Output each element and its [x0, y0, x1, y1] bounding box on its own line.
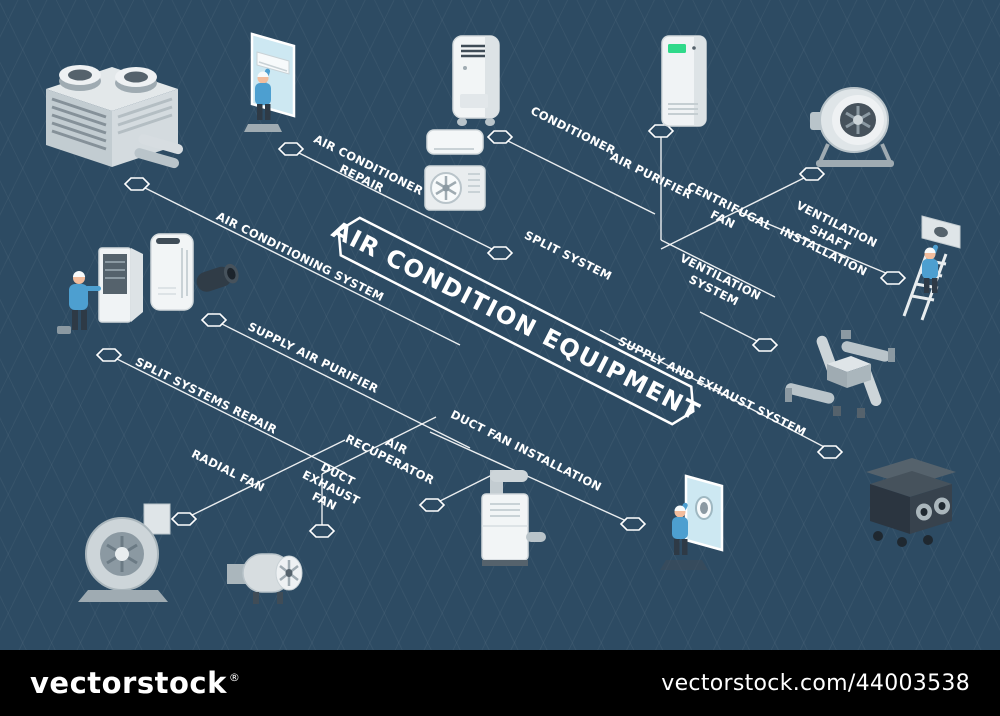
node-hexagon — [486, 130, 514, 144]
ac-repair-technician-icon — [222, 28, 302, 152]
node-hexagon — [200, 313, 228, 327]
centrifugal-fan-unit-icon — [806, 78, 900, 176]
node-hexagon — [816, 445, 844, 459]
duct-fan-installer-icon — [650, 472, 728, 588]
node-hexagon — [798, 167, 826, 181]
node-hexagon — [647, 124, 675, 138]
node-hexagon — [486, 246, 514, 260]
duct-exhaust-fan-unit-icon — [225, 538, 317, 612]
radial-fan-unit-icon — [70, 498, 182, 610]
registered-mark: ® — [228, 671, 241, 684]
vectorstock-logo: vectorstock ® — [30, 666, 240, 700]
node-hexagon — [277, 142, 305, 156]
duct-fan-dark-icon — [192, 252, 244, 308]
node-hexagon — [308, 524, 336, 538]
node-hexagon — [95, 348, 123, 362]
ventilation-shaft-installer-icon — [888, 212, 966, 328]
air-purifier-unit-icon — [652, 30, 716, 138]
split-repair-technician-icon — [55, 242, 147, 358]
split-system-units-icon — [424, 126, 496, 230]
banner-outline — [337, 216, 695, 426]
industrial-chiller-unit-icon — [28, 55, 190, 181]
node-hexagon — [170, 512, 198, 526]
flowchart-lines — [95, 124, 907, 538]
supply-exhaust-pipes-icon — [785, 312, 897, 424]
node-hexagon — [879, 271, 907, 285]
title-banner: AIR CONDITION EQUIPMENT — [325, 208, 707, 434]
supply-air-purifier-unit-icon — [142, 228, 204, 324]
watermark-url: vectorstock.com/44003538 — [661, 670, 970, 696]
air-handling-unit-icon — [858, 452, 962, 552]
node-hexagon — [751, 338, 779, 352]
node-hexagon — [123, 177, 151, 191]
vectorstock-logo-text: vectorstock — [30, 666, 227, 700]
watermark-bar: vectorstock ® vectorstock.com/44003538 — [0, 650, 1000, 716]
node-hexagon — [418, 498, 446, 512]
air-recuperator-unit-icon — [462, 468, 550, 576]
portable-conditioner-icon — [438, 30, 514, 134]
node-hexagon — [619, 517, 647, 531]
